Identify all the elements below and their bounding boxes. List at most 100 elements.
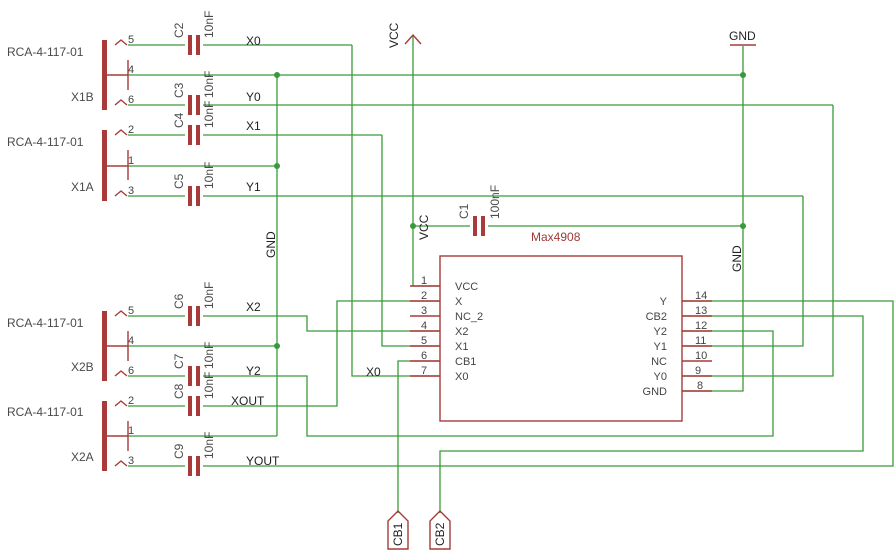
pin-number: 13 bbox=[695, 305, 707, 317]
net-label: VCC bbox=[387, 22, 401, 48]
pin-number: 9 bbox=[695, 365, 701, 377]
capacitor-c7: C7 10nF bbox=[172, 342, 216, 386]
capacitor-name: C2 bbox=[172, 22, 186, 38]
pin-number: 1 bbox=[128, 155, 134, 167]
capacitor-value: 10nF bbox=[202, 162, 216, 189]
capacitor-value: 10nF bbox=[202, 11, 216, 38]
net-label: Y1 bbox=[246, 180, 261, 194]
gnd-label: GND bbox=[729, 29, 756, 43]
net-label: GND bbox=[264, 231, 278, 258]
rca-connector-x2b: RCA-4-117-01 X2B 5 4 6 bbox=[7, 305, 134, 381]
connector-model: RCA-4-117-01 bbox=[7, 135, 84, 149]
junction bbox=[740, 223, 746, 229]
net-label: GND bbox=[730, 245, 744, 272]
pin-number: 4 bbox=[421, 320, 427, 332]
pin-number: 6 bbox=[421, 350, 427, 362]
capacitor-c9: C9 10nF bbox=[172, 432, 216, 476]
pin-name: NC bbox=[651, 356, 667, 368]
capacitor-value: 10nF bbox=[202, 282, 216, 309]
net-label: X2 bbox=[246, 300, 261, 314]
pin-number: 6 bbox=[128, 94, 134, 106]
pin-number: 2 bbox=[421, 290, 427, 302]
net-label: Y2 bbox=[246, 364, 261, 378]
connector-model: RCA-4-117-01 bbox=[7, 45, 84, 59]
capacitor-value: 10nF bbox=[202, 101, 216, 128]
junction bbox=[274, 343, 280, 349]
pin-number: 14 bbox=[695, 290, 707, 302]
net-label: XOUT bbox=[231, 394, 265, 408]
capacitor-c5: C5 10nF bbox=[172, 162, 216, 206]
pin-number: 11 bbox=[695, 335, 706, 347]
pin-number: 4 bbox=[128, 64, 134, 76]
pin-name: CB1 bbox=[455, 356, 476, 368]
net-label: Y0 bbox=[246, 90, 261, 104]
pin-name: VCC bbox=[455, 281, 478, 293]
pin-number: 10 bbox=[695, 350, 707, 362]
capacitor-value: 100nF bbox=[488, 185, 502, 219]
capacitor-name: C1 bbox=[457, 203, 471, 219]
port-label: CB2 bbox=[433, 522, 447, 546]
wires bbox=[128, 36, 894, 513]
capacitor-name: C6 bbox=[172, 293, 186, 309]
pin-name: Y0 bbox=[654, 371, 667, 383]
capacitor-c2: C2 10nF bbox=[172, 11, 216, 55]
pin-name: GND bbox=[643, 386, 668, 398]
connector-name: X1A bbox=[71, 180, 94, 194]
junction bbox=[410, 223, 416, 229]
pin-number: 1 bbox=[421, 275, 427, 287]
vcc-symbol bbox=[404, 33, 422, 45]
ic-name: Max4908 bbox=[531, 230, 581, 244]
capacitor-name: C9 bbox=[172, 443, 186, 459]
capacitor-value: 10nF bbox=[202, 71, 216, 98]
pin-name: Y2 bbox=[654, 326, 667, 338]
net-label: X0 bbox=[246, 34, 261, 48]
pin-name: Y bbox=[660, 296, 668, 308]
pin-number: 5 bbox=[128, 34, 134, 46]
pin-number: 3 bbox=[128, 455, 134, 467]
junction bbox=[740, 72, 746, 78]
capacitor-c4: C4 10nF bbox=[172, 101, 216, 145]
capacitor-name: C4 bbox=[172, 112, 186, 128]
junction bbox=[274, 72, 280, 78]
ic-max4908: Max4908 1 2 3 4 5 6 7 VCC X NC_2 X2 X1 C… bbox=[410, 230, 712, 422]
port-cb1: CB1 bbox=[387, 510, 409, 550]
rca-connector-x2a: RCA-4-117-01 X2A 2 1 3 bbox=[7, 395, 134, 471]
pin-number: 12 bbox=[695, 320, 707, 332]
rca-connector-x1a: RCA-4-117-01 X1A 2 1 3 bbox=[7, 124, 134, 201]
pin-number: 3 bbox=[421, 305, 427, 317]
junctions bbox=[274, 72, 746, 349]
capacitor-c6: C6 10nF bbox=[172, 282, 216, 326]
connector-model: RCA-4-117-01 bbox=[7, 316, 84, 330]
net-labels: X0 Y0 X1 Y1 X2 Y2 XOUT YOUT X0 VCC VCC G… bbox=[231, 22, 744, 468]
capacitor-value: 10nF bbox=[202, 372, 216, 399]
capacitor-name: C3 bbox=[172, 82, 186, 98]
connector-name: X1B bbox=[71, 90, 94, 104]
pin-name: X0 bbox=[455, 371, 468, 383]
pin-number: 8 bbox=[697, 380, 703, 392]
connector-name: X2A bbox=[71, 450, 94, 464]
port-cb2: CB2 bbox=[429, 510, 451, 550]
pin-name: Y1 bbox=[654, 341, 667, 353]
net-label: YOUT bbox=[246, 454, 280, 468]
pin-number: 5 bbox=[421, 335, 427, 347]
pin-number: 4 bbox=[128, 335, 134, 347]
pin-name: NC_2 bbox=[455, 311, 483, 323]
connector-model: RCA-4-117-01 bbox=[7, 405, 84, 419]
capacitor-c1: C1 100nF bbox=[457, 185, 502, 236]
pin-name: X bbox=[455, 296, 463, 308]
pin-number: 2 bbox=[128, 124, 134, 136]
pin-name: CB2 bbox=[646, 311, 667, 323]
capacitor-name: C8 bbox=[172, 383, 186, 399]
pin-number: 3 bbox=[128, 185, 134, 197]
pin-number: 2 bbox=[128, 395, 134, 407]
rca-connector-x1b: RCA-4-117-01 X1B 5 4 6 bbox=[7, 34, 134, 110]
pin-name: X2 bbox=[455, 326, 468, 338]
capacitor-c3: C3 10nF bbox=[172, 71, 216, 115]
net-label: VCC bbox=[417, 214, 431, 240]
port-label: CB1 bbox=[391, 522, 405, 546]
gnd-symbol: GND bbox=[729, 29, 756, 46]
pin-number: 7 bbox=[421, 365, 427, 377]
pin-name: X1 bbox=[455, 341, 468, 353]
connector-name: X2B bbox=[71, 360, 94, 374]
